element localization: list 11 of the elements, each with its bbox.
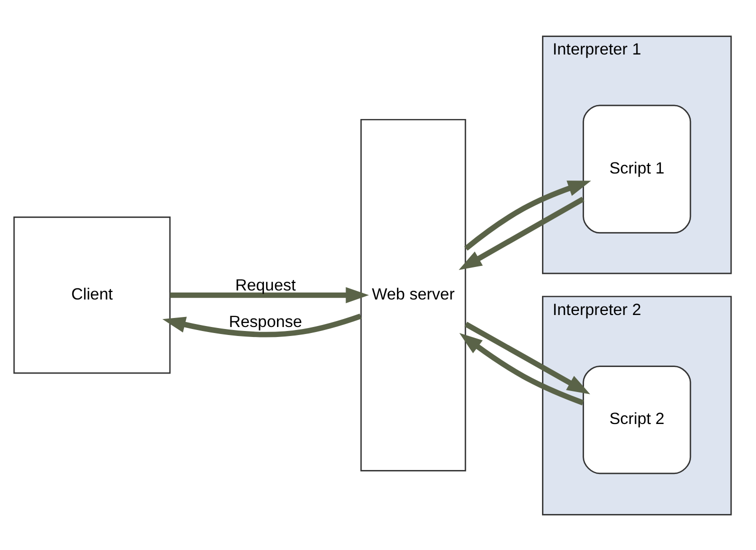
arrow [459, 332, 584, 405]
node-box: Client [13, 216, 171, 374]
node-box: Script 2 [582, 365, 692, 474]
arrow [464, 180, 592, 250]
edge-label: Request [235, 276, 296, 294]
arrow [458, 196, 584, 270]
node-box: Script 1 [582, 104, 692, 233]
arrow [170, 286, 369, 303]
edge-label: Response [228, 312, 302, 331]
node-box: Web server [360, 118, 466, 471]
arrow [464, 321, 590, 394]
